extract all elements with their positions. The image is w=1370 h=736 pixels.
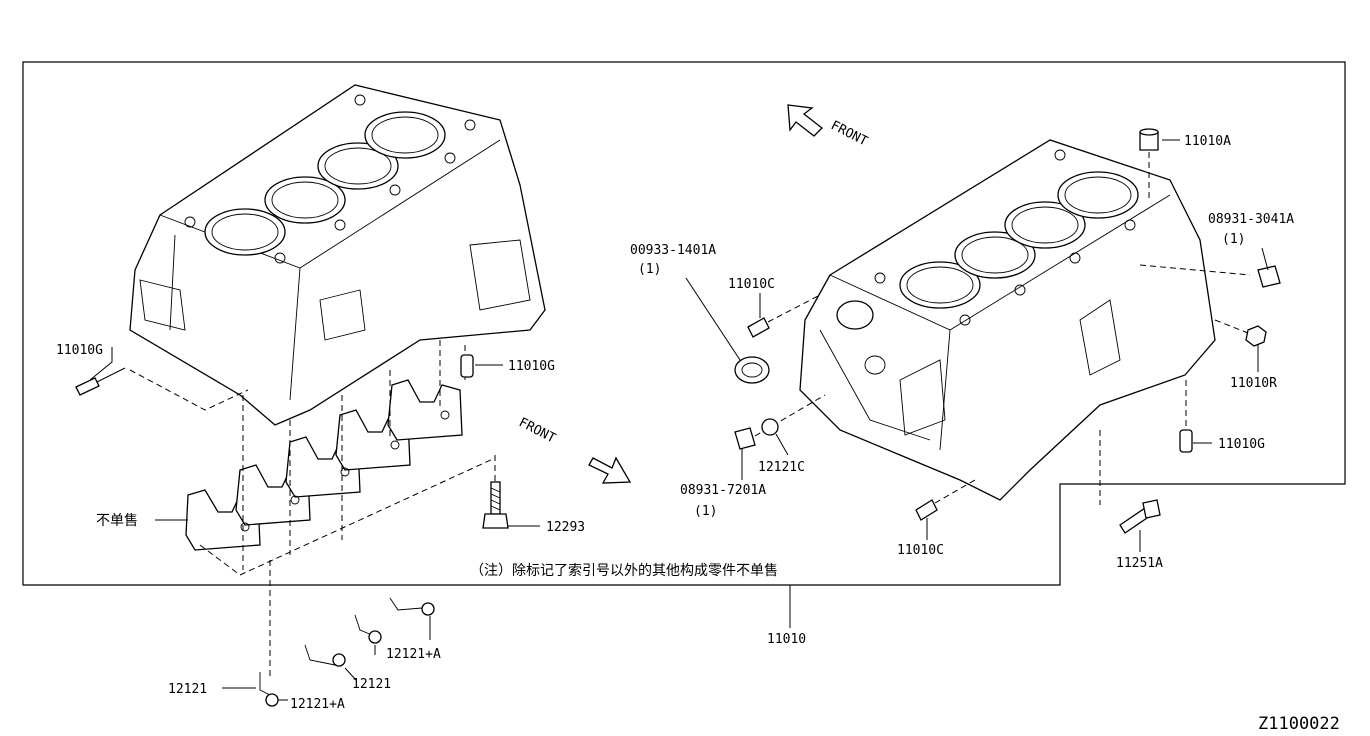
label-12121A-a: 12121+A	[290, 697, 345, 712]
label-12121C: 12121C	[758, 460, 805, 475]
nut-11010R	[1214, 319, 1267, 347]
plug-11010A	[1139, 128, 1159, 200]
label-08931-7201A: 08931-7201A	[680, 483, 766, 498]
dowel-pin-left	[75, 367, 126, 396]
label-12121-a: 12121	[168, 682, 207, 697]
label-11010: 11010	[767, 632, 806, 647]
label-11010G-right: 11010G	[1218, 437, 1265, 452]
bearing-caps	[185, 379, 463, 551]
diagram-frame	[22, 61, 1346, 586]
right-cylinder-block	[799, 139, 1216, 501]
label-11010G-left: 11010G	[56, 343, 103, 358]
front-arrow-lower	[588, 456, 632, 484]
label-11010A: 11010A	[1184, 134, 1231, 149]
label-08931-3041A: 08931-3041A	[1208, 212, 1294, 227]
oil-jet-3	[354, 614, 382, 644]
front-label-lower: FRONT	[516, 415, 558, 446]
oil-jet-4	[389, 597, 435, 616]
bolt-12293	[482, 481, 509, 529]
front-label-upper: FRONT	[828, 118, 870, 149]
label-12121A-b: 12121+A	[386, 647, 441, 662]
label-not-sold-separately: 不单售	[96, 513, 138, 529]
pin-11010C-top	[747, 294, 821, 338]
label-11251A: 11251A	[1116, 556, 1163, 571]
seal-00933-1401A	[734, 356, 770, 384]
dowel-pin-mid	[460, 354, 474, 378]
oil-jet-1	[259, 672, 279, 707]
label-qty-7201A: (1)	[694, 504, 717, 519]
label-12121-b: 12121	[352, 677, 391, 692]
bolt-11251A	[1099, 430, 1161, 534]
label-11010R: 11010R	[1230, 376, 1277, 391]
label-11010C-top: 11010C	[728, 277, 775, 292]
pin-11010C-bottom	[915, 479, 976, 521]
note-text: （注）除标记了索引号以外的其他构成零件不单售	[470, 562, 778, 579]
o-ring-12121C	[761, 418, 779, 436]
plug-08931-3041A	[1139, 264, 1281, 288]
leader-lines	[89, 139, 1269, 701]
label-11010G-mid: 11010G	[508, 359, 555, 374]
left-cylinder-block	[129, 84, 546, 426]
oil-jet-2	[304, 644, 346, 667]
label-11010C-bottom: 11010C	[897, 543, 944, 558]
diagram-code: Z1100022	[1258, 714, 1340, 734]
label-00933-1401A: 00933-1401A	[630, 243, 716, 258]
pin-11010G-right	[1179, 380, 1193, 453]
label-qty-1401A: (1)	[638, 262, 661, 277]
front-arrow-upper	[787, 104, 823, 137]
label-qty-3041A: (1)	[1222, 232, 1245, 247]
label-12293: 12293	[546, 520, 585, 535]
